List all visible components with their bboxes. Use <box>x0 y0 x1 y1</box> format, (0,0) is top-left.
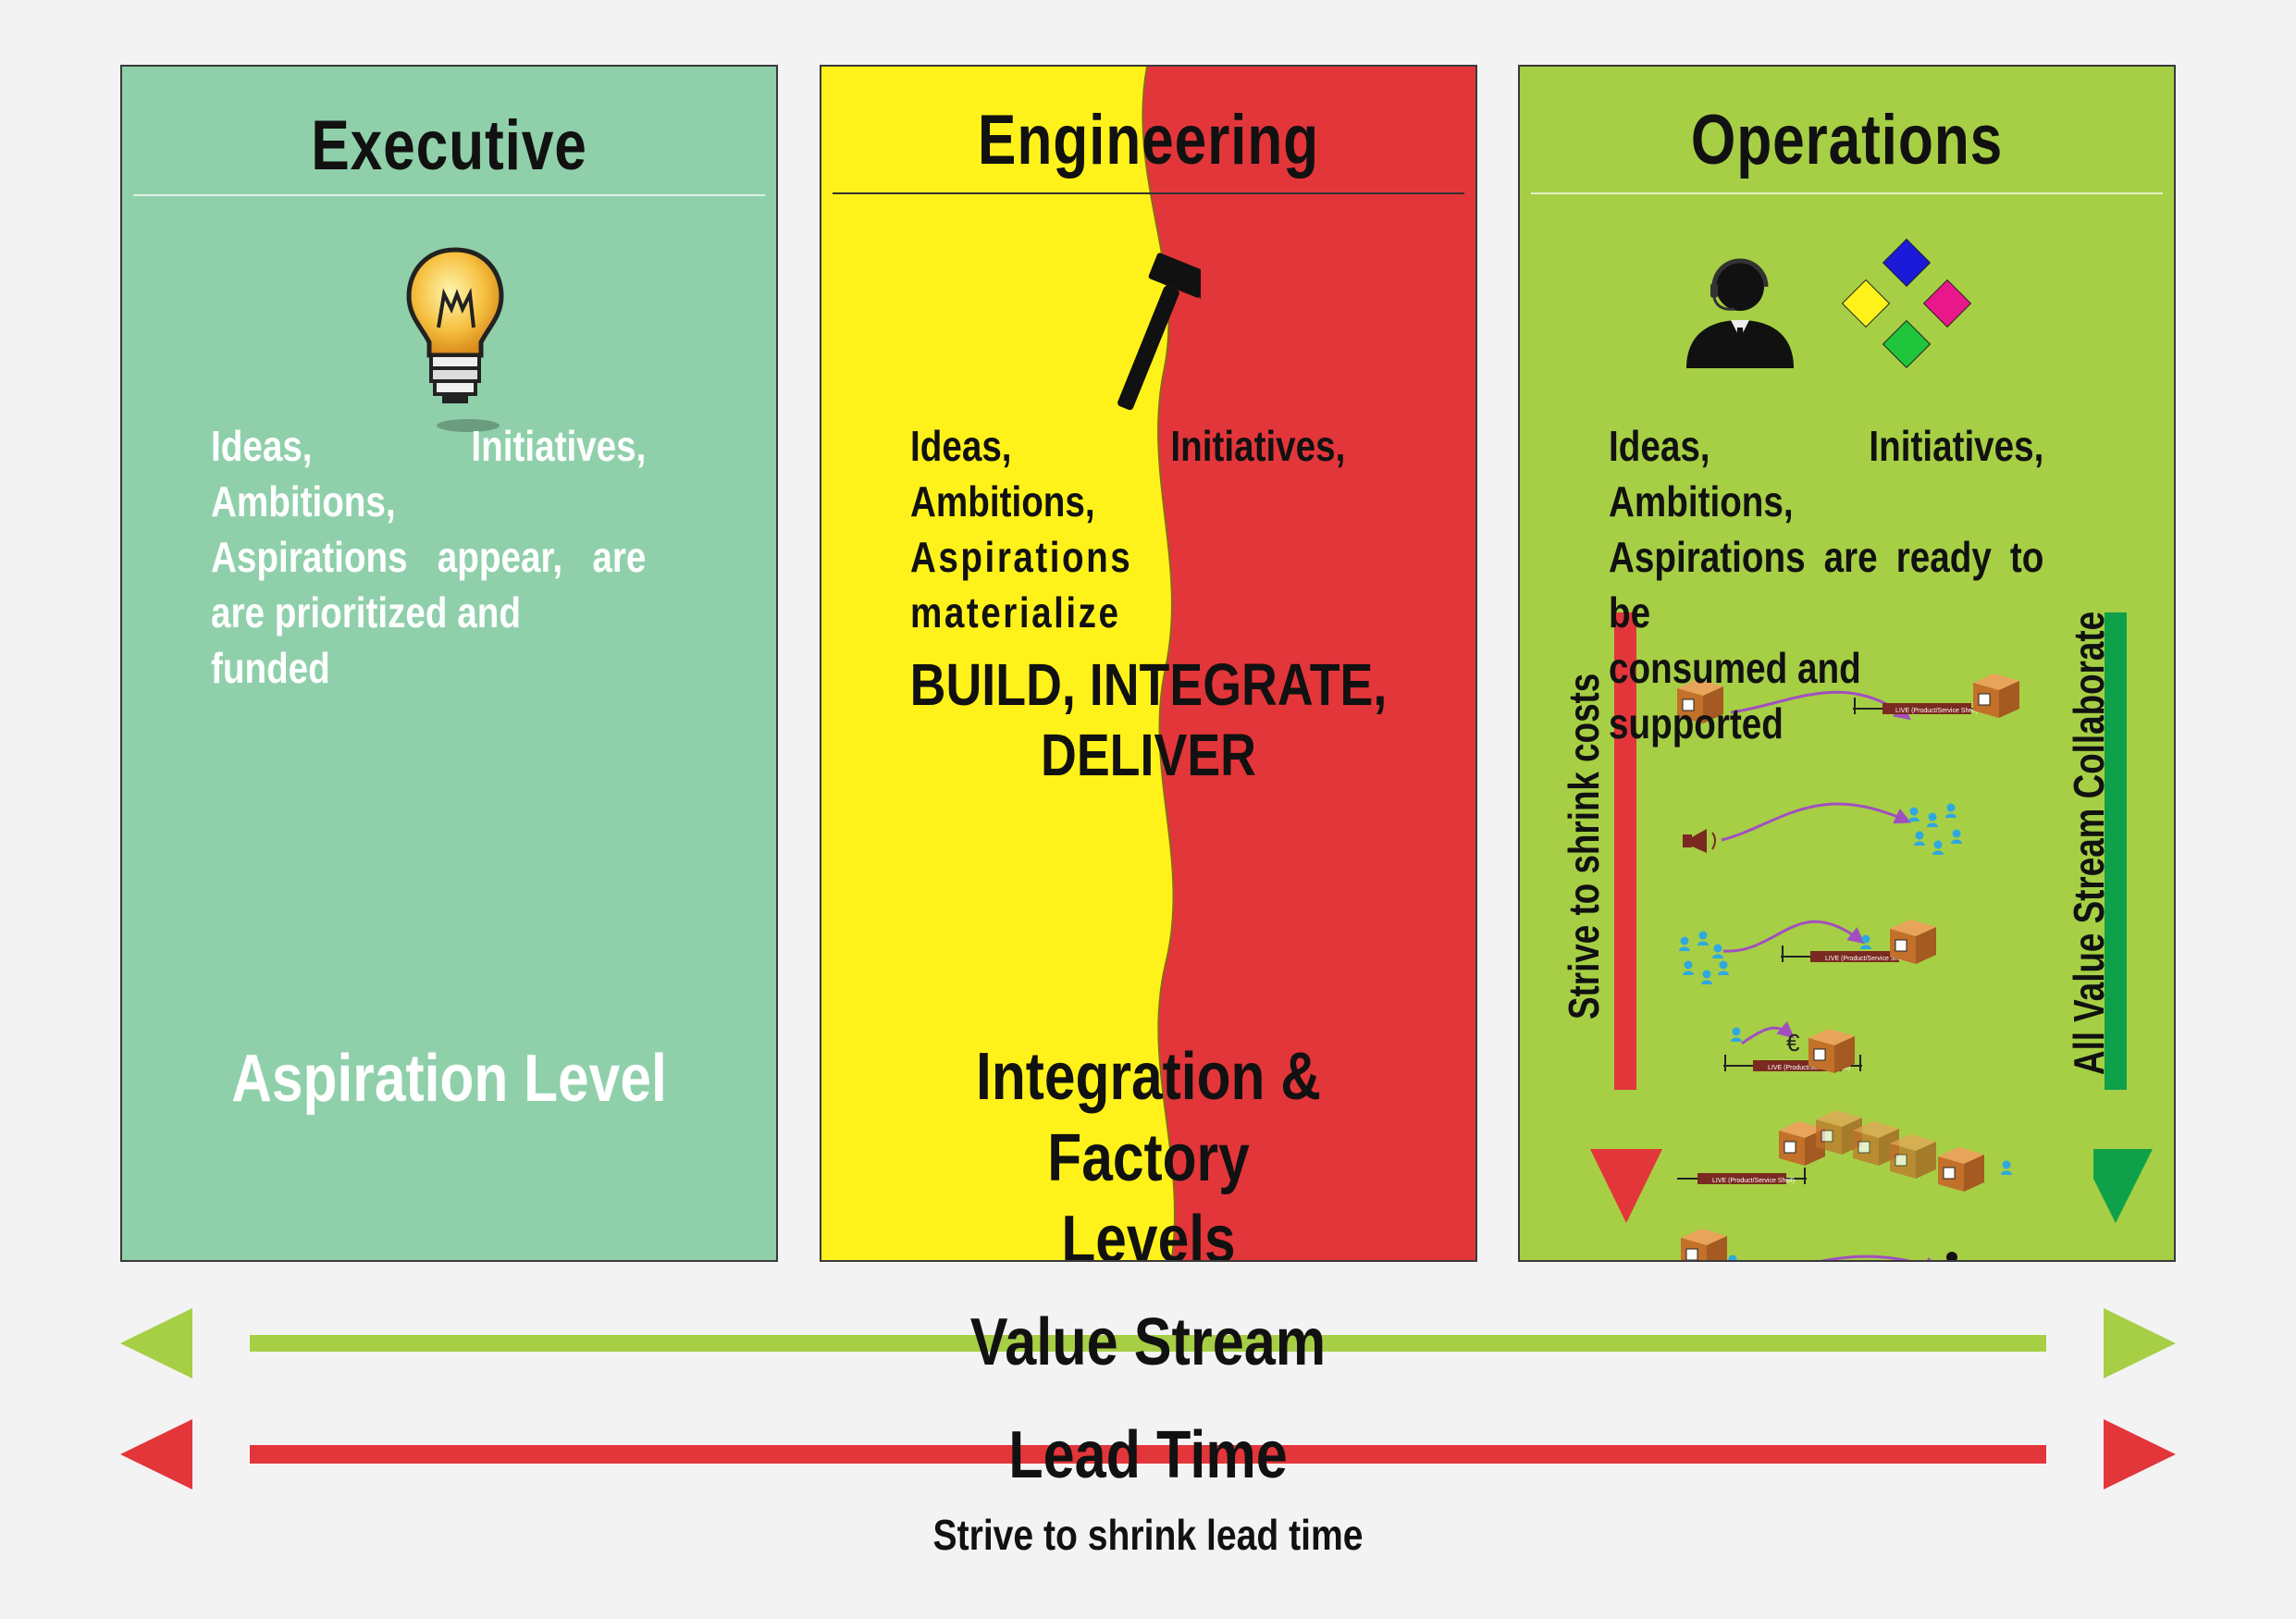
collaborate-arrow <box>2093 612 2174 1260</box>
engineering-desc-line: Aspirations materialize <box>910 533 1133 636</box>
shrink-costs-arrow <box>1585 612 1668 1260</box>
build-integrate-deliver: BUILD, INTEGRATE, DELIVER <box>874 649 1424 790</box>
level-line: Integration & Factory <box>976 1040 1321 1195</box>
value-stream-label: Value Stream <box>969 1305 1327 1379</box>
value-stream-arrow <box>120 1306 2176 1380</box>
operations-desc-line: Aspirations are ready to be <box>1609 533 2044 636</box>
value-flow-illustration: LIVE (Product/Service Shelf) LIVE (Produ… <box>1677 640 2066 1260</box>
engineering-divider <box>833 192 1464 194</box>
shelf-label: LIVE (Product/Service Shelf) <box>1768 1065 1850 1071</box>
level-line: Levels <box>1061 1203 1236 1262</box>
executive-title: Executive <box>311 106 587 185</box>
executive-panel: Executive Ideas, Initiatives, Ambitions,… <box>120 65 778 1262</box>
engineering-description: Ideas, Initiatives, Ambitions, Aspiratio… <box>910 418 1345 640</box>
action-line: DELIVER <box>1041 722 1256 788</box>
engineering-panel: Engineering Ideas, Initiatives, Ambition… <box>820 65 1477 1262</box>
engineering-desc-line: Ideas, Initiatives, Ambitions, <box>910 422 1346 525</box>
operations-divider <box>1531 192 2163 194</box>
lead-time-caption: Strive to shrink lead time <box>932 1511 1364 1559</box>
lightbulb-icon <box>401 242 512 437</box>
operations-panel: Operations Ideas, Initiatives, Ambitions… <box>1518 65 2176 1262</box>
executive-desc-line: are prioritized and funded <box>211 588 521 692</box>
euro-symbol: € <box>1786 1029 1800 1057</box>
shelf-label: LIVE (Product/Service Shelf) <box>1895 708 1978 714</box>
integration-factory-levels: Integration & Factory Levels <box>874 1036 1424 1262</box>
lead-time-label: Lead Time <box>1008 1418 1288 1492</box>
executive-desc-line: Ideas, Initiatives, Ambitions, <box>211 422 647 525</box>
operations-title: Operations <box>1690 101 2004 179</box>
colored-diamonds-icon <box>1834 239 1973 377</box>
operations-desc-line: consumed and supported <box>1609 644 1861 748</box>
shelf-label: LIVE (Product/Service Shelf) <box>1712 1178 1795 1184</box>
operations-description: Ideas, Initiatives, Ambitions, Aspiratio… <box>1609 418 2043 751</box>
action-line: BUILD, INTEGRATE, <box>909 651 1388 718</box>
hammer-icon <box>1099 242 1201 437</box>
lead-time-arrow <box>120 1417 2176 1491</box>
collaborate-label: All Value Stream Collaborate <box>2065 611 2113 1075</box>
shelf-label: LIVE (Product/Service Shelf) <box>1825 956 1907 962</box>
operations-desc-line: Ideas, Initiatives, Ambitions, <box>1609 422 2044 525</box>
aspiration-level-label: Aspiration Level <box>231 1042 667 1116</box>
engineering-title: Engineering <box>977 101 1320 179</box>
executive-divider <box>133 194 765 196</box>
executive-description: Ideas, Initiatives, Ambitions, Aspiratio… <box>211 418 646 696</box>
shrink-costs-label: Strive to shrink costs <box>1560 673 1608 1020</box>
executive-desc-line: Aspirations appear, are <box>211 533 647 581</box>
support-agent-icon <box>1681 250 1801 370</box>
